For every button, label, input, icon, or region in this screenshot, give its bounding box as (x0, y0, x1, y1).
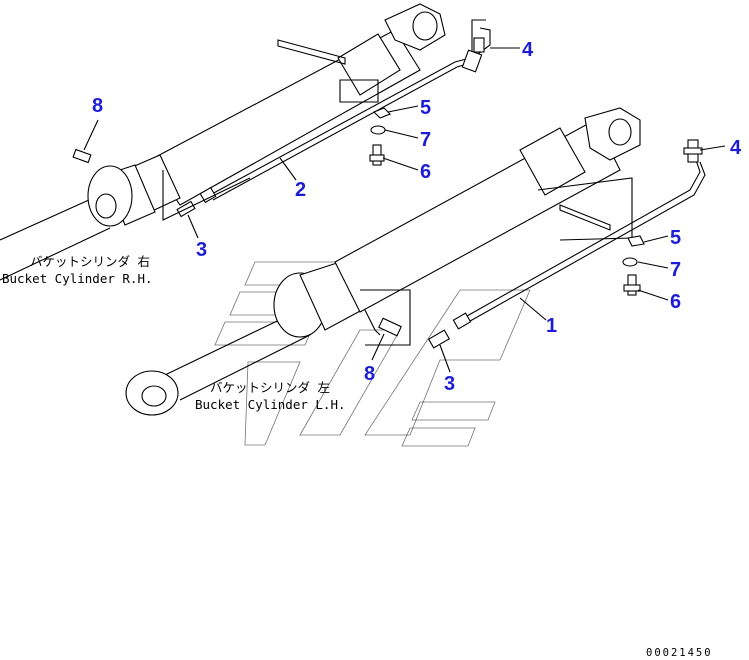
callout-4-lower: 4 (730, 137, 742, 159)
callout-8-upper: 8 (92, 95, 103, 117)
callout-3-upper: 3 (196, 239, 207, 261)
captions: バケットシリンダ 右 Bucket Cylinder R.H. バケットシリンダ… (2, 254, 346, 412)
document-number: 00021450 (646, 647, 713, 659)
callout-7-lower: 7 (670, 259, 681, 281)
caption-rh-jp: バケットシリンダ 右 (30, 254, 150, 269)
callouts: 4 5 7 6 2 3 8 4 5 7 6 1 3 8 (92, 39, 742, 395)
leader-lines (83, 47, 726, 373)
callout-1: 1 (546, 315, 557, 337)
callout-5-upper: 5 (420, 97, 431, 119)
callout-3-lower: 3 (444, 373, 455, 395)
callout-2: 2 (295, 179, 306, 201)
callout-4-upper: 4 (522, 39, 534, 61)
callout-6-lower: 6 (670, 291, 681, 313)
bucket-cylinder-rh (0, 3, 491, 281)
caption-lh-jp: バケットシリンダ 左 (210, 380, 330, 395)
callout-5-lower: 5 (670, 227, 681, 249)
caption-rh-en: Bucket Cylinder R.H. (2, 271, 153, 286)
callout-8-lower: 8 (364, 363, 375, 385)
caption-lh-en: Bucket Cylinder L.H. (195, 397, 346, 412)
callout-7-upper: 7 (420, 129, 431, 151)
callout-6-upper: 6 (420, 161, 431, 183)
bucket-cylinder-lh (125, 107, 706, 416)
